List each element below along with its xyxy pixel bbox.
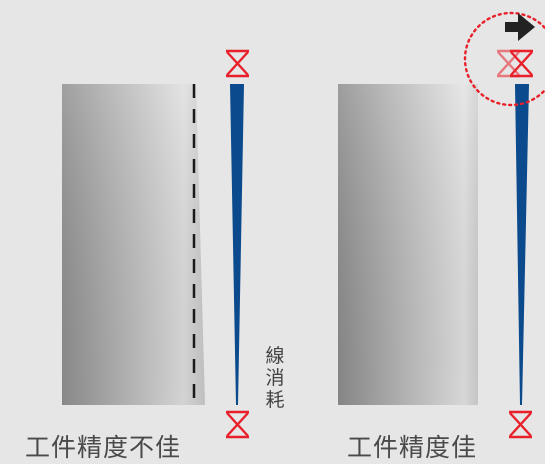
dotted-circle-highlight bbox=[463, 11, 545, 107]
wire-left bbox=[230, 84, 244, 405]
right-arrow-icon bbox=[505, 13, 535, 41]
caption-poor-accuracy: 工件精度不佳 bbox=[25, 433, 182, 462]
guide-marker-icon bbox=[226, 410, 249, 439]
guide-marker-icon bbox=[497, 49, 520, 78]
wire-right bbox=[515, 84, 529, 405]
caption-good-accuracy: 工件精度佳 bbox=[347, 433, 478, 462]
guide-marker-icon bbox=[226, 49, 249, 78]
guide-marker-icon bbox=[510, 49, 533, 78]
wire-wear-label: 線消耗 bbox=[265, 345, 285, 411]
guide-marker-icon bbox=[509, 410, 532, 439]
